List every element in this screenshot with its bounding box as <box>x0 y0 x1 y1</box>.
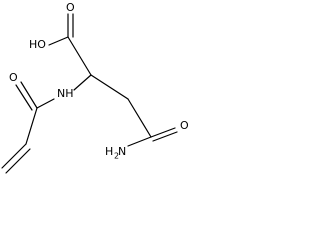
atom-amide-nh2-subscript: 2 <box>114 152 119 161</box>
atom-amide-nh2-n: N <box>118 145 126 158</box>
bond-cvinyl-ch2-a <box>1 143 27 169</box>
bond-cvinyl-ch2-b <box>5 148 31 174</box>
chemical-structure: O HO NH O O H 2 N <box>1 1 189 174</box>
bond-camide-nh2 <box>127 136 152 147</box>
bond-nh-cacyl <box>36 98 55 109</box>
bond-calpha-nh <box>73 74 92 91</box>
bond-cacyl-cvinyl <box>25 107 38 145</box>
atom-acryloyl-o: O <box>9 71 18 84</box>
bond-ch2-camide <box>127 98 152 138</box>
bond-cacyl-o-b <box>15 84 33 111</box>
bond-cacyl-o-a <box>20 81 38 109</box>
bond-calpha-ch2 <box>90 74 129 100</box>
bond-camide-o-a <box>150 127 176 138</box>
atom-amide-nh2-h: H <box>105 145 113 158</box>
bond-c1-calpha <box>67 36 92 76</box>
bond-camide-o-b <box>152 131 178 142</box>
atom-amide-o: O <box>180 119 189 132</box>
bond-c1-oh <box>48 36 69 46</box>
atom-carboxyl-oh: HO <box>29 38 46 51</box>
atom-amide-nh: NH <box>57 87 74 100</box>
atom-carboxyl-o: O <box>66 1 75 14</box>
